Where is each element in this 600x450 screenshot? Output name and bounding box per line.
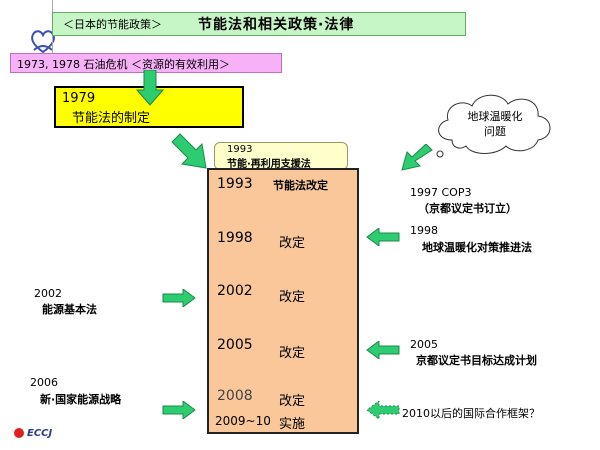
law-1993-box: 1993 节能·再利用支援法 [214, 142, 348, 170]
oil-crisis-banner: 1973, 1978 石油危机 ＜资源的有效利用＞ [10, 53, 282, 73]
left-event-desc: 能源基本法 [42, 303, 97, 316]
law-1979-year: 1979 [62, 91, 96, 106]
page-title: 节能法和相关政策·法律 [198, 17, 355, 33]
arrow-left-dashed-icon [366, 401, 400, 419]
law-1979-name: 节能法的制定 [72, 111, 151, 126]
right-event-desc: （京都议定书订立） [418, 202, 517, 215]
cloud-icon [436, 94, 551, 158]
oil-crisis-text: 1973, 1978 石油危机 ＜资源的有效利用＞ [17, 58, 230, 71]
eccj-logo: ECCJ [14, 428, 52, 439]
arrow-left-icon [366, 341, 400, 359]
timeline-action: 实施 [279, 417, 306, 432]
timeline-box: 1993 节能法改定 1998 改定 2002 改定 2005 改定 2008 … [207, 168, 359, 434]
arrow-left-icon [366, 228, 400, 246]
timeline-year: 2002 [217, 283, 253, 299]
left-event-desc: 新·国家能源战略 [40, 393, 122, 406]
timeline-year: 2008 [217, 388, 253, 404]
right-event-year: 1998 [410, 224, 438, 237]
ribbon-heart-icon [31, 30, 55, 54]
arrow-right-icon [162, 289, 196, 307]
right-event-year: 2005 [410, 338, 438, 351]
global-warming-line1: 地球温暖化 [467, 110, 523, 123]
header-bar: ＜日本的节能政策＞ 节能法和相关政策·法律 [52, 12, 466, 36]
arrow-right-icon [162, 401, 196, 419]
timeline-action: 改定 [279, 290, 306, 305]
timeline-year: 2005 [217, 337, 253, 353]
timeline-action: 改定 [279, 394, 306, 409]
right-event-desc: 京都议定书目标达成计划 [416, 354, 537, 367]
arrow-from-cloud-icon [401, 144, 433, 171]
right-event-desc: 地球温暖化对策推进法 [422, 241, 532, 254]
law-1993-year: 1993 [227, 144, 253, 155]
timeline-action: 改定 [279, 346, 306, 361]
timeline-action: 改定 [279, 236, 306, 251]
left-event-year: 2006 [30, 376, 58, 389]
timeline-year: 1998 [217, 230, 253, 246]
timeline-action: 节能法改定 [273, 179, 328, 192]
left-event-year: 2002 [34, 287, 62, 300]
arrow-down-icon [136, 70, 164, 106]
logo-mark-icon [14, 428, 24, 438]
header-subtitle: ＜日本的节能政策＞ [63, 18, 162, 31]
timeline-year: 2009~10 [215, 414, 271, 428]
timeline-year: 1993 [217, 176, 253, 192]
logo-text: ECCJ [27, 428, 53, 439]
arrow-diagonal-icon [171, 133, 207, 169]
right-event-desc: 2010以后的国际合作框架？ [402, 407, 540, 420]
global-warming-label: 地球温暖化 问题 [456, 109, 534, 139]
right-event-year: 1997 COP3 [410, 186, 472, 199]
law-1993-name: 节能·再利用支援法 [227, 159, 311, 170]
global-warming-line2: 问题 [484, 125, 506, 138]
